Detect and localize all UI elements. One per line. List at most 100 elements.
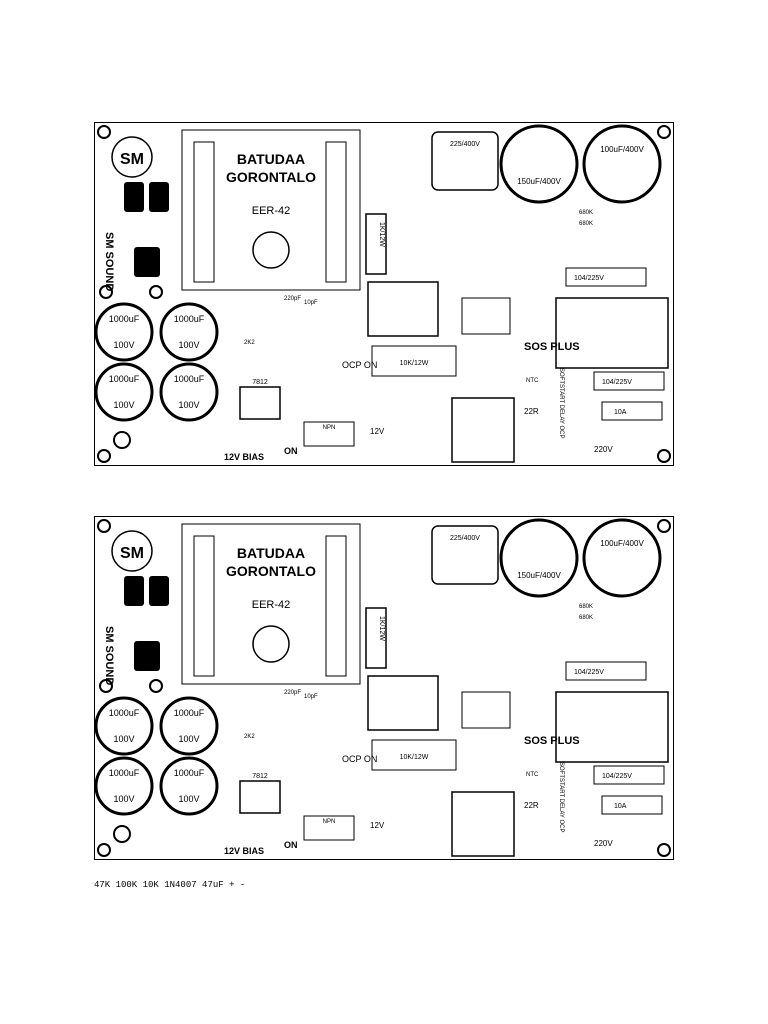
res-label: 680K — [579, 604, 593, 610]
ntc-label: NTC — [526, 378, 539, 384]
inductor-outline — [555, 297, 669, 369]
label-2k2: 2K2 — [244, 734, 255, 740]
minus-label: - — [239, 880, 246, 890]
cap-label: 1000uF — [174, 708, 205, 718]
film-cap — [431, 525, 499, 585]
pcb-layout-top: SM SM SOUND BATUDAA GORONTALO EER-42 100… — [94, 122, 674, 466]
plus-label: + — [229, 880, 235, 890]
brand-logo — [111, 136, 153, 178]
bridge-pads — [124, 182, 169, 277]
brand-vertical-label: SM SOUND — [103, 626, 115, 685]
cap-label: 1000uF — [109, 314, 140, 324]
transformer-logo — [252, 231, 290, 269]
relay-outline — [451, 791, 515, 857]
cap-label: 1000uF — [174, 374, 205, 384]
mains-label: 220V — [594, 839, 613, 848]
resistor-22r-label: 22R — [524, 407, 539, 416]
sos-label: SOS PLUS — [524, 735, 580, 747]
12v-label: 12V — [370, 821, 385, 830]
resistor-1k — [365, 213, 387, 275]
label-10pf: 10pF — [304, 694, 318, 700]
opto-outline — [461, 691, 511, 729]
cap-label: 1000uF — [174, 768, 205, 778]
transformer-label-1: BATUDAA — [237, 545, 305, 561]
cap-label: 1000uF — [109, 708, 140, 718]
npn-outline — [303, 815, 355, 841]
film-cap — [593, 765, 665, 785]
label-2k2: 2K2 — [244, 340, 255, 346]
regulator-label: 7812 — [252, 773, 268, 780]
res-label: 680K — [579, 615, 593, 621]
on-label: ON — [284, 446, 298, 456]
pad-icon — [99, 679, 113, 693]
cap-label: 1000uF — [174, 314, 205, 324]
softstart-label: SOFTSTART DELAY OCP — [558, 368, 564, 438]
transformer-outline — [181, 523, 361, 685]
ocp-label: OCP ON — [342, 754, 377, 764]
resistor-10k — [371, 739, 457, 771]
brand-vertical-label: SM SOUND — [103, 232, 115, 291]
pcb-diagram-bottom: SM SM SOUND BATUDAA GORONTALO EER-42 100… — [94, 516, 674, 860]
relay-outline — [451, 397, 515, 463]
fuse-label: 10A — [614, 409, 627, 416]
inductor-outline — [555, 691, 669, 763]
mounting-hole-icon — [97, 519, 671, 857]
fuse-outline — [601, 795, 663, 815]
transformer-label-2: GORONTALO — [226, 563, 316, 579]
main-capacitors — [94, 302, 219, 422]
brand-logo-text: SM — [120, 545, 144, 562]
regulator-label: 7812 — [252, 379, 268, 386]
res-label: 680K — [579, 221, 593, 227]
extra-labels: 47K 100K 10K 1N4007 47uF + - — [94, 880, 674, 890]
cap-label: 1000uF — [109, 374, 140, 384]
cap-volt-label: 100V — [178, 340, 199, 350]
relay-outline — [367, 675, 439, 731]
pcb-diagram-top: SM SM SOUND BATUDAA GORONTALO EER-42 100… — [94, 122, 674, 466]
cap-label: 150uF/400V — [517, 177, 561, 186]
softstart-label: SOFTSTART DELAY OCP — [558, 762, 564, 832]
npn-label: NPN — [323, 425, 336, 431]
res-label: 1K/12W — [378, 616, 385, 641]
cap-volt-label: 100V — [178, 734, 199, 744]
resistor-1k — [365, 607, 387, 669]
cap-label: 100uF/400V — [600, 145, 644, 154]
npn-label: NPN — [323, 819, 336, 825]
opto-outline — [461, 297, 511, 335]
12v-label: 12V — [370, 427, 385, 436]
transformer-logo — [252, 625, 290, 663]
cap-label: 104/225V — [574, 275, 604, 282]
brand-logo-text: SM — [120, 151, 144, 168]
transformer-pins — [193, 535, 347, 677]
bulk-capacitor — [582, 518, 662, 598]
pad-icon — [113, 431, 131, 449]
pad-icon — [149, 679, 163, 693]
cap-volt-label: 100V — [178, 794, 199, 804]
cap-label: 225/400V — [450, 535, 480, 542]
npn-outline — [303, 421, 355, 447]
mains-label: 220V — [594, 445, 613, 454]
film-cap — [565, 661, 647, 681]
res-47k: 47K — [94, 880, 111, 890]
cap-label: 100uF/400V — [600, 539, 644, 548]
fuse-outline — [601, 401, 663, 421]
cap-volt-label: 100V — [113, 340, 134, 350]
res-100k: 100K — [115, 880, 138, 890]
bulk-capacitor — [499, 124, 579, 204]
film-cap — [593, 371, 665, 391]
res-label: 1K/12W — [378, 222, 385, 247]
label-220pf: 220pF — [284, 296, 301, 302]
sos-label: SOS PLUS — [524, 341, 580, 353]
cap-label: 150uF/400V — [517, 571, 561, 580]
brand-logo — [111, 530, 153, 572]
label-220pf: 220pF — [284, 690, 301, 696]
cap-label: 225/400V — [450, 141, 480, 148]
res-label: 10K/12W — [400, 360, 429, 367]
bulk-capacitor — [582, 124, 662, 204]
transformer-label-2: GORONTALO — [226, 169, 316, 185]
transformer-outline — [181, 129, 361, 291]
film-cap — [431, 131, 499, 191]
label-10pf: 10pF — [304, 300, 318, 306]
cap-label: 104/225V — [602, 773, 632, 780]
cap-47uf: 47uF — [202, 880, 224, 890]
fuse-label: 10A — [614, 803, 627, 810]
